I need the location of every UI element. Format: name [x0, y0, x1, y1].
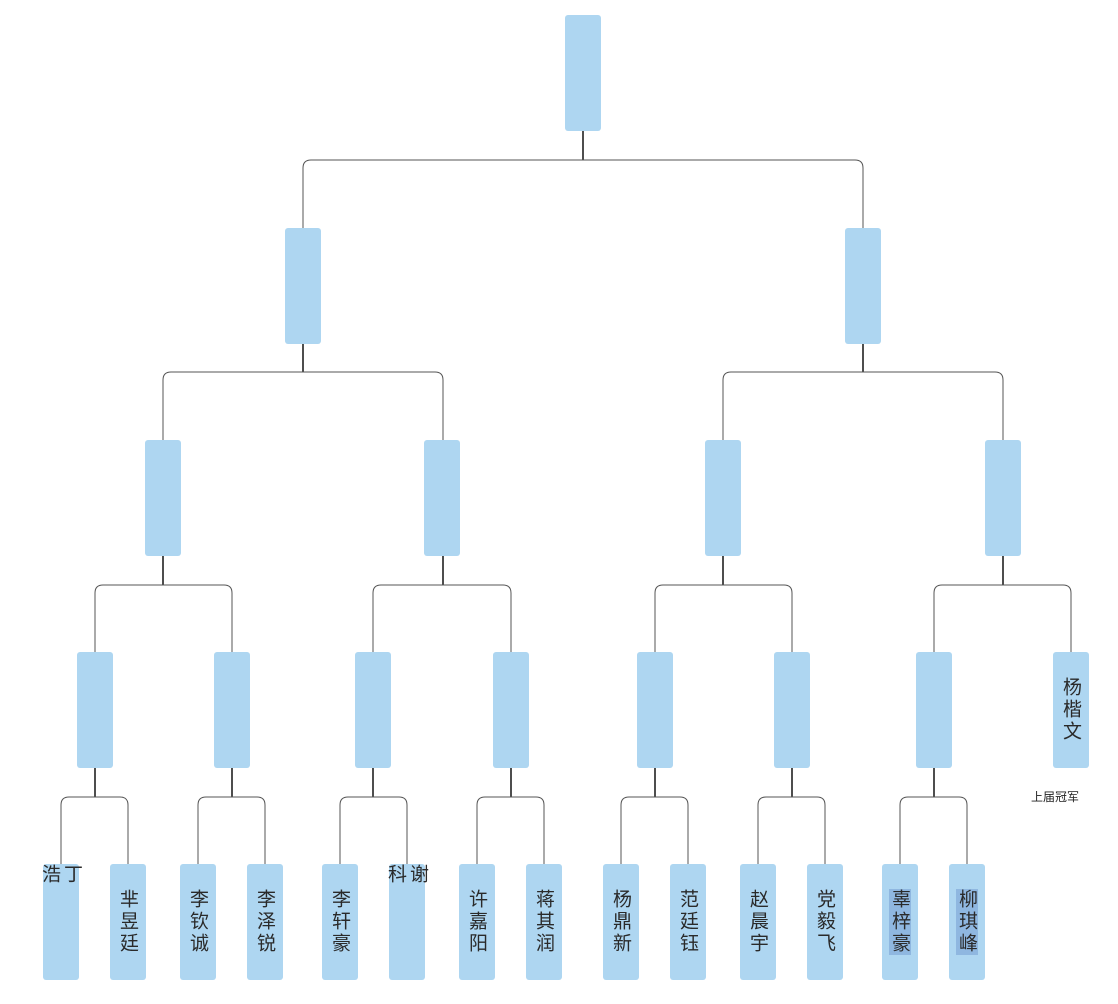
player-name: 李轩豪 [329, 889, 351, 955]
match-node [637, 652, 673, 768]
player-node: 李钦诚 [180, 864, 216, 980]
player-name: 柳琪峰 [956, 889, 978, 955]
player-node: 丁 浩 [39, 864, 83, 980]
match-node [145, 440, 181, 556]
player-node: 李泽锐 [247, 864, 283, 980]
seed-node: 杨楷文 [1053, 652, 1089, 768]
seed-caption: 上届冠军 [1031, 790, 1080, 804]
player-node: 范廷钰 [670, 864, 706, 980]
match-node [493, 652, 529, 768]
match-node [77, 652, 113, 768]
player-name: 李泽锐 [254, 889, 276, 955]
player-name: 丁 浩 [39, 864, 83, 905]
player-node: 蒋其润 [526, 864, 562, 980]
connector-branch [620, 796, 689, 864]
player-node: 党毅飞 [807, 864, 843, 980]
player-name: 蒋其润 [533, 889, 555, 955]
match-node [705, 440, 741, 556]
player-name: 李钦诚 [187, 889, 209, 955]
connector-branch [162, 371, 444, 440]
player-node: 杨鼎新 [603, 864, 639, 980]
player-node: 辜梓豪 [882, 864, 918, 980]
player-name: 辜梓豪 [889, 889, 911, 955]
seed-name: 杨楷文 [1060, 677, 1082, 743]
player-node: 谢 科 [385, 864, 429, 980]
player-node: 柳琪峰 [949, 864, 985, 980]
match-node [845, 228, 881, 344]
final-node [565, 15, 601, 131]
player-name: 杨鼎新 [610, 889, 632, 955]
connector-branch [476, 796, 545, 864]
connector-branch [654, 584, 793, 652]
player-node: 芈昱廷 [110, 864, 146, 980]
player-name: 芈昱廷 [117, 889, 139, 955]
player-name: 赵晨宇 [747, 889, 769, 955]
match-node [774, 652, 810, 768]
player-name: 许嘉阳 [466, 889, 488, 955]
player-node: 许嘉阳 [459, 864, 495, 980]
match-node [424, 440, 460, 556]
match-node [355, 652, 391, 768]
connector-branch [339, 796, 408, 864]
match-node [916, 652, 952, 768]
connector-branch [94, 584, 233, 652]
connector-branch [722, 371, 1004, 440]
connector-branch [757, 796, 826, 864]
connector-branch [372, 584, 512, 652]
player-node: 李轩豪 [322, 864, 358, 980]
connector-branch [302, 159, 864, 228]
connector-branch [933, 584, 1072, 652]
player-name: 谢 科 [385, 864, 429, 905]
connector-branch [60, 796, 129, 864]
match-node [985, 440, 1021, 556]
player-name: 党毅飞 [814, 889, 836, 955]
match-node [214, 652, 250, 768]
connector-branch [197, 796, 266, 864]
connector-branch [899, 796, 968, 864]
match-node [285, 228, 321, 344]
player-node: 赵晨宇 [740, 864, 776, 980]
player-name: 范廷钰 [677, 889, 699, 955]
